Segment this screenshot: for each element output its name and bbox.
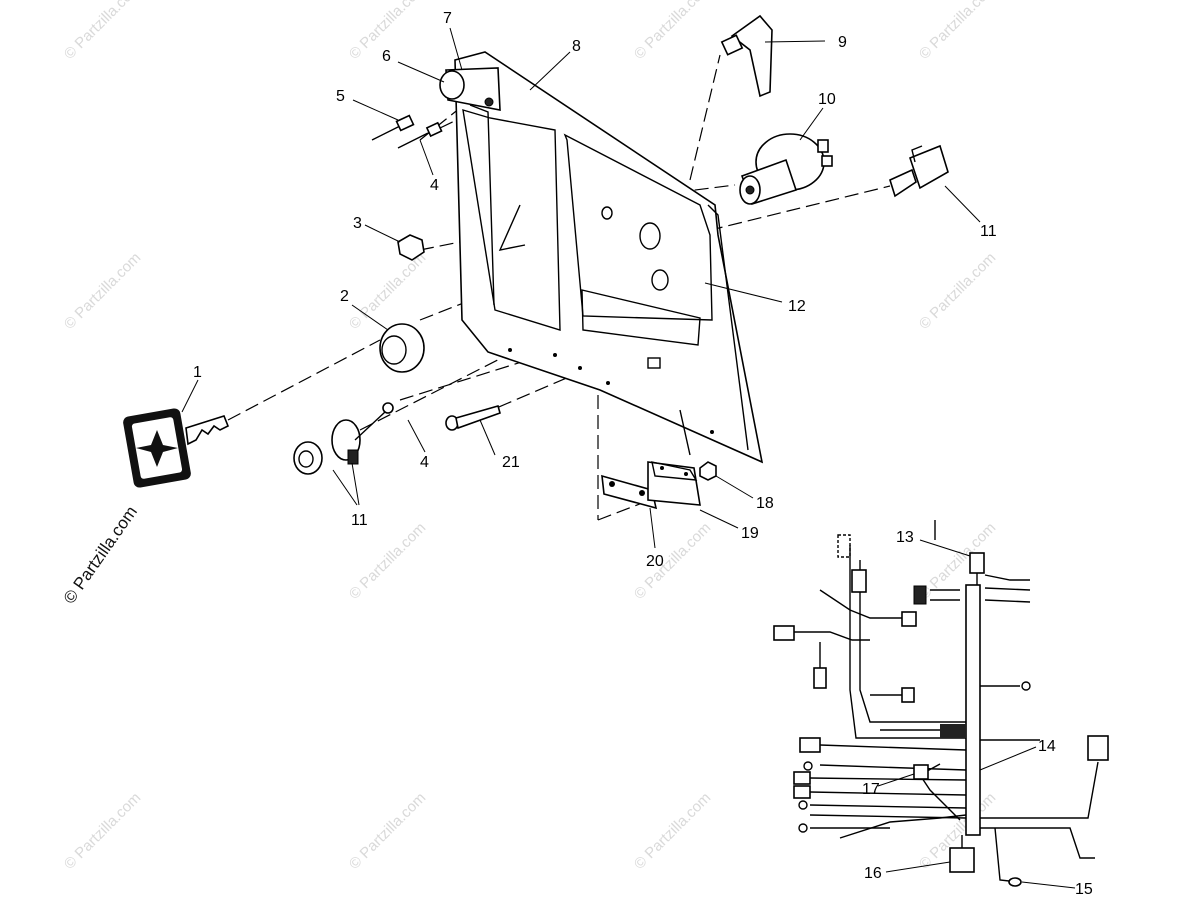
- callout-21: 21: [502, 454, 520, 471]
- bolt: [445, 405, 501, 431]
- watermark: © Partzilla.com: [916, 249, 999, 332]
- callout-13: 13: [896, 529, 914, 546]
- callout-17: 17: [862, 781, 880, 798]
- ignition-key: [123, 408, 230, 488]
- callout-11: 11: [351, 512, 368, 529]
- callout-11: 11: [980, 223, 997, 240]
- regulator-bracket: [601, 409, 717, 510]
- callout-10: 10: [818, 91, 836, 108]
- watermark: © Partzilla.com: [61, 249, 144, 332]
- callout-19: 19: [741, 525, 759, 542]
- ring-nut: [379, 323, 425, 373]
- callout-18: 18: [756, 495, 774, 512]
- callout-16: 16: [864, 865, 882, 882]
- watermark: © Partzilla.com: [346, 789, 429, 872]
- callout-12: 12: [788, 298, 806, 315]
- leader-lines: [181, 27, 1076, 889]
- callout-5: 5: [336, 88, 345, 105]
- wiring-harness: [773, 520, 1109, 887]
- light-switch: [720, 14, 773, 98]
- callout-8: 8: [572, 38, 581, 55]
- callout-1: 1: [193, 364, 202, 381]
- callout-3: 3: [353, 215, 362, 232]
- watermark: © Partzilla.com: [631, 789, 714, 872]
- callout-20: 20: [646, 553, 664, 570]
- callouts: 1 2 3 4 4 5 6 7 8 9 10 11 11 12 13 14 15…: [193, 10, 1093, 898]
- callout-6: 6: [382, 48, 391, 65]
- watermark: © Partzilla.com: [631, 519, 714, 602]
- callout-4: 4: [420, 454, 429, 471]
- watermark: © Partzilla.com: [346, 249, 429, 332]
- watermark: © Partzilla.com: [60, 503, 141, 608]
- watermark: © Partzilla.com: [916, 0, 999, 63]
- watermark: © Partzilla.com: [346, 519, 429, 602]
- watermark: © Partzilla.com: [61, 789, 144, 872]
- watermark: © Partzilla.com: [631, 0, 714, 63]
- nut: [397, 234, 425, 261]
- toggle-switch: [889, 144, 949, 198]
- callout-15: 15: [1075, 881, 1093, 898]
- lamp-assembly: [293, 402, 394, 475]
- ignition-switch: [739, 133, 833, 205]
- bracket: [439, 67, 501, 111]
- callout-9: 9: [838, 34, 847, 51]
- callout-7: 7: [443, 10, 452, 27]
- watermark: © Partzilla.com: [61, 0, 144, 63]
- dash-panel: [454, 51, 764, 464]
- callout-2: 2: [340, 288, 349, 305]
- pilot-lamps: [371, 114, 443, 149]
- callout-4: 4: [430, 177, 439, 194]
- callout-14: 14: [1038, 738, 1056, 755]
